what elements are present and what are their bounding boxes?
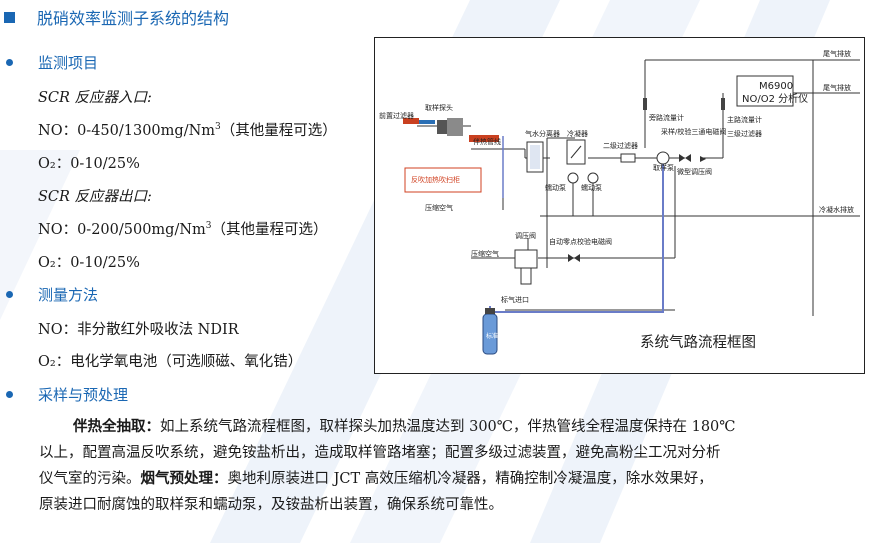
label-separator: 气水分离器 xyxy=(525,129,560,138)
label-compressed-air-1: 压缩空气 xyxy=(425,203,453,212)
sampling-paragraph: 伴热全抽取：如上系统气路流程框图，取样探头加热温度达到 300℃，伴热管线全程温… xyxy=(39,414,861,518)
label-filter3: 三级过滤器 xyxy=(727,129,762,138)
label-tail-gas-2: 尾气排放 xyxy=(823,83,851,92)
label-peristaltic-2: 蠕动泵 xyxy=(581,183,602,192)
title-text: 脱硝效率监测子系统的结构 xyxy=(37,9,230,28)
label-valve3: 采样/校验三通电磁阀 xyxy=(661,127,726,136)
bold-pretreatment: 烟气预处理： xyxy=(140,470,228,487)
bold-heated-extraction: 伴热全抽取： xyxy=(73,418,160,435)
label-bypass-flow: 旁路流量计 xyxy=(649,113,684,122)
no-method: NO：非分散红外吸收法 NDIR xyxy=(38,322,239,338)
label-heated-line: 伴热管线 xyxy=(473,137,501,146)
outlet-no-prefix: NO：0-200/500mg/Nm xyxy=(38,222,206,238)
outlet-no-range: NO：0-200/500mg/Nm3（其他量程可选） xyxy=(38,218,328,239)
inlet-label: SCR 反应器入口: xyxy=(38,90,152,106)
label-cal-gas-in: 标气进口 xyxy=(501,295,529,304)
paragraph-line-4: 原装进口耐腐蚀的取样泵和蠕动泵，及铵盐析出装置，确保系统可靠性。 xyxy=(39,496,503,513)
label-blowback: 反吹加热吹扫柜 xyxy=(411,175,460,184)
diagram-caption: 系统气路流程框图 xyxy=(640,335,756,351)
label-cooler: 冷凝器 xyxy=(567,129,588,138)
bullet-method: 测量方法 xyxy=(6,284,98,305)
o2-method: O₂：电化学氧电池（可选顺磁、氧化锆） xyxy=(38,354,303,370)
line3-text-b: 奥地利原装进口 JCT 高效压缩机冷凝器，精确控制冷凝温度，除水效果好， xyxy=(227,471,713,487)
label-peristaltic-1: 蠕动泵 xyxy=(545,183,566,192)
inlet-no-suffix: （其他量程可选） xyxy=(220,123,337,139)
gas-flow-diagram: 前置过滤器 取样探头 伴热管线 反吹加热吹扫柜 压缩空气 气水分离器 冷凝器 二… xyxy=(374,37,865,374)
paragraph-line-1: 伴热全抽取：如上系统气路流程框图，取样探头加热温度达到 300℃，伴热管线全程温… xyxy=(39,414,861,441)
bullet-sampling: 采样与预处理 xyxy=(6,384,128,405)
label-zero-valve: 自动零点校验电磁阀 xyxy=(549,237,612,246)
method-heading: 测量方法 xyxy=(38,286,99,304)
inlet-no-prefix: NO：0-450/1300mg/Nm xyxy=(38,123,216,139)
diagram-svg xyxy=(403,59,860,355)
outlet-no-suffix: （其他量程可选） xyxy=(211,222,328,238)
bullet-dot-icon xyxy=(6,291,13,298)
diagram-labels: 前置过滤器 取样探头 伴热管线 反吹加热吹扫柜 压缩空气 气水分离器 冷凝器 二… xyxy=(379,49,854,340)
label-compressed-air-2: 压缩空气 xyxy=(471,249,499,258)
analyzer-line-1: M6900 xyxy=(759,81,793,92)
outlet-o2-range: O₂：0-10/25% xyxy=(38,255,140,271)
label-front-filter: 前置过滤器 xyxy=(379,111,414,120)
analyzer-line-2: NO/O2 分析仪 xyxy=(742,92,808,105)
title-square-icon xyxy=(4,11,15,23)
line3-text-a: 仪气室的污染。 xyxy=(39,471,141,487)
inlet-o2-range: O₂：0-10/25% xyxy=(38,156,140,172)
label-condensate: 冷凝水排放 xyxy=(819,205,854,214)
bullet-dot-icon xyxy=(6,59,13,66)
paragraph-line-2: 以上，配置高温反吹系统，避免铵盐析出，造成取样管路堵塞；配置多级过滤装置，避免高… xyxy=(39,444,721,461)
section-title: 脱硝效率监测子系统的结构 xyxy=(4,6,229,28)
monitoring-heading: 监测项目 xyxy=(38,54,99,72)
label-regulator: 调压阀 xyxy=(515,231,536,240)
label-cylinder: 标准气 xyxy=(486,332,504,340)
label-probe: 取样探头 xyxy=(425,103,453,112)
line1-text: 如上系统气路流程框图，取样探头加热温度达到 300℃，伴热管线全程温度保持在 1… xyxy=(160,419,736,435)
inlet-no-range: NO：0-450/1300mg/Nm3（其他量程可选） xyxy=(38,119,337,140)
bullet-monitoring: 监测项目 xyxy=(6,52,98,73)
bullet-dot-icon xyxy=(6,391,13,398)
label-tail-gas-1: 尾气排放 xyxy=(823,49,851,58)
label-pump: 取样泵 xyxy=(653,163,674,172)
label-main-flow: 主路流量计 xyxy=(727,115,762,124)
inlet-superscript: 3 xyxy=(215,122,221,133)
outlet-superscript: 3 xyxy=(205,221,212,232)
sampling-heading: 采样与预处理 xyxy=(38,386,129,404)
paragraph-line-3: 仪气室的污染。烟气预处理：奥地利原装进口 JCT 高效压缩机冷凝器，精确控制冷凝… xyxy=(39,466,861,493)
outlet-label: SCR 反应器出口: xyxy=(38,189,152,205)
label-filter2: 二级过滤器 xyxy=(603,141,638,150)
label-fine-valve: 微型调压阀 xyxy=(677,167,712,176)
